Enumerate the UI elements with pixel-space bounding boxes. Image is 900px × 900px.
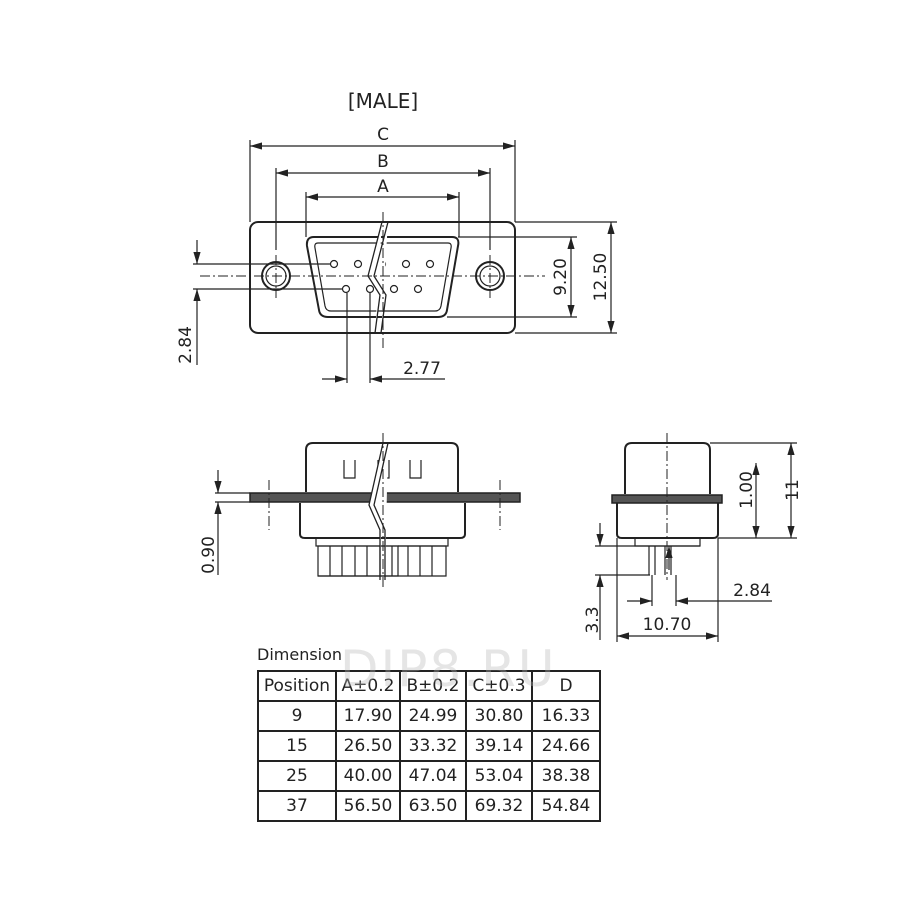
d-shell-outer (305, 236, 460, 318)
top-view: C B A 9.20 12.50 2.84 2.77 (176, 125, 617, 383)
dim-c-label: C (377, 125, 389, 145)
dim-b-label: B (377, 152, 389, 172)
table-cell: 30.80 (465, 700, 533, 732)
table-cell: 17.90 (335, 700, 401, 732)
table-cell: 54.84 (531, 790, 601, 822)
table-cell: 69.32 (465, 790, 533, 822)
pins (329, 259, 435, 294)
terminals (648, 546, 672, 575)
table-cell: 47.04 (399, 760, 467, 792)
dim-a-label: A (377, 177, 389, 197)
header-cell: C±0.3 (465, 670, 533, 702)
dim-284-end-label: 2.84 (733, 581, 771, 601)
table-cell: 33.32 (399, 730, 467, 762)
table-cell: 63.50 (399, 790, 467, 822)
table-cell: 39.14 (465, 730, 533, 762)
dim-1070-label: 10.70 (643, 615, 692, 635)
table-cell: 37 (257, 790, 337, 822)
dim-33-label: 3.3 (583, 606, 603, 633)
dim-920-label: 9.20 (551, 258, 571, 296)
header-cell: D (531, 670, 601, 702)
dim-284-label: 2.84 (176, 326, 196, 364)
header-cell: B±0.2 (399, 670, 467, 702)
table-cell: 26.50 (335, 730, 401, 762)
table-cell: 24.66 (531, 730, 601, 762)
table-header-row: Position A±0.2 B±0.2 C±0.3 D (257, 670, 601, 702)
table-cell: 38.38 (531, 760, 601, 792)
table-cell: 40.00 (335, 760, 401, 792)
end-view: 11 1.00 3.3 2.84 10.70 (583, 433, 803, 642)
table-cell: 56.50 (335, 790, 401, 822)
d-shell-inner (314, 242, 452, 312)
table-cell: 25 (257, 760, 337, 792)
table-cell: 24.99 (399, 700, 467, 732)
table-cell: 16.33 (531, 700, 601, 732)
shell-upper (305, 442, 459, 492)
view-title: [MALE] (348, 89, 418, 113)
dim-11-label: 11 (783, 479, 803, 501)
dim-1250-label: 12.50 (591, 253, 611, 302)
header-cell: Position (257, 670, 337, 702)
table-cell: 15 (257, 730, 337, 762)
table-cell: 9 (257, 700, 337, 732)
table-title: Dimension (257, 645, 343, 664)
header-cell: A±0.2 (335, 670, 401, 702)
table-cell: 53.04 (465, 760, 533, 792)
dim-090-label: 0.90 (199, 536, 219, 574)
dim-100-label: 1.00 (737, 471, 757, 509)
dim-277-label: 2.77 (403, 359, 441, 379)
side-view: 0.90 (199, 433, 521, 590)
break-line (368, 442, 389, 580)
